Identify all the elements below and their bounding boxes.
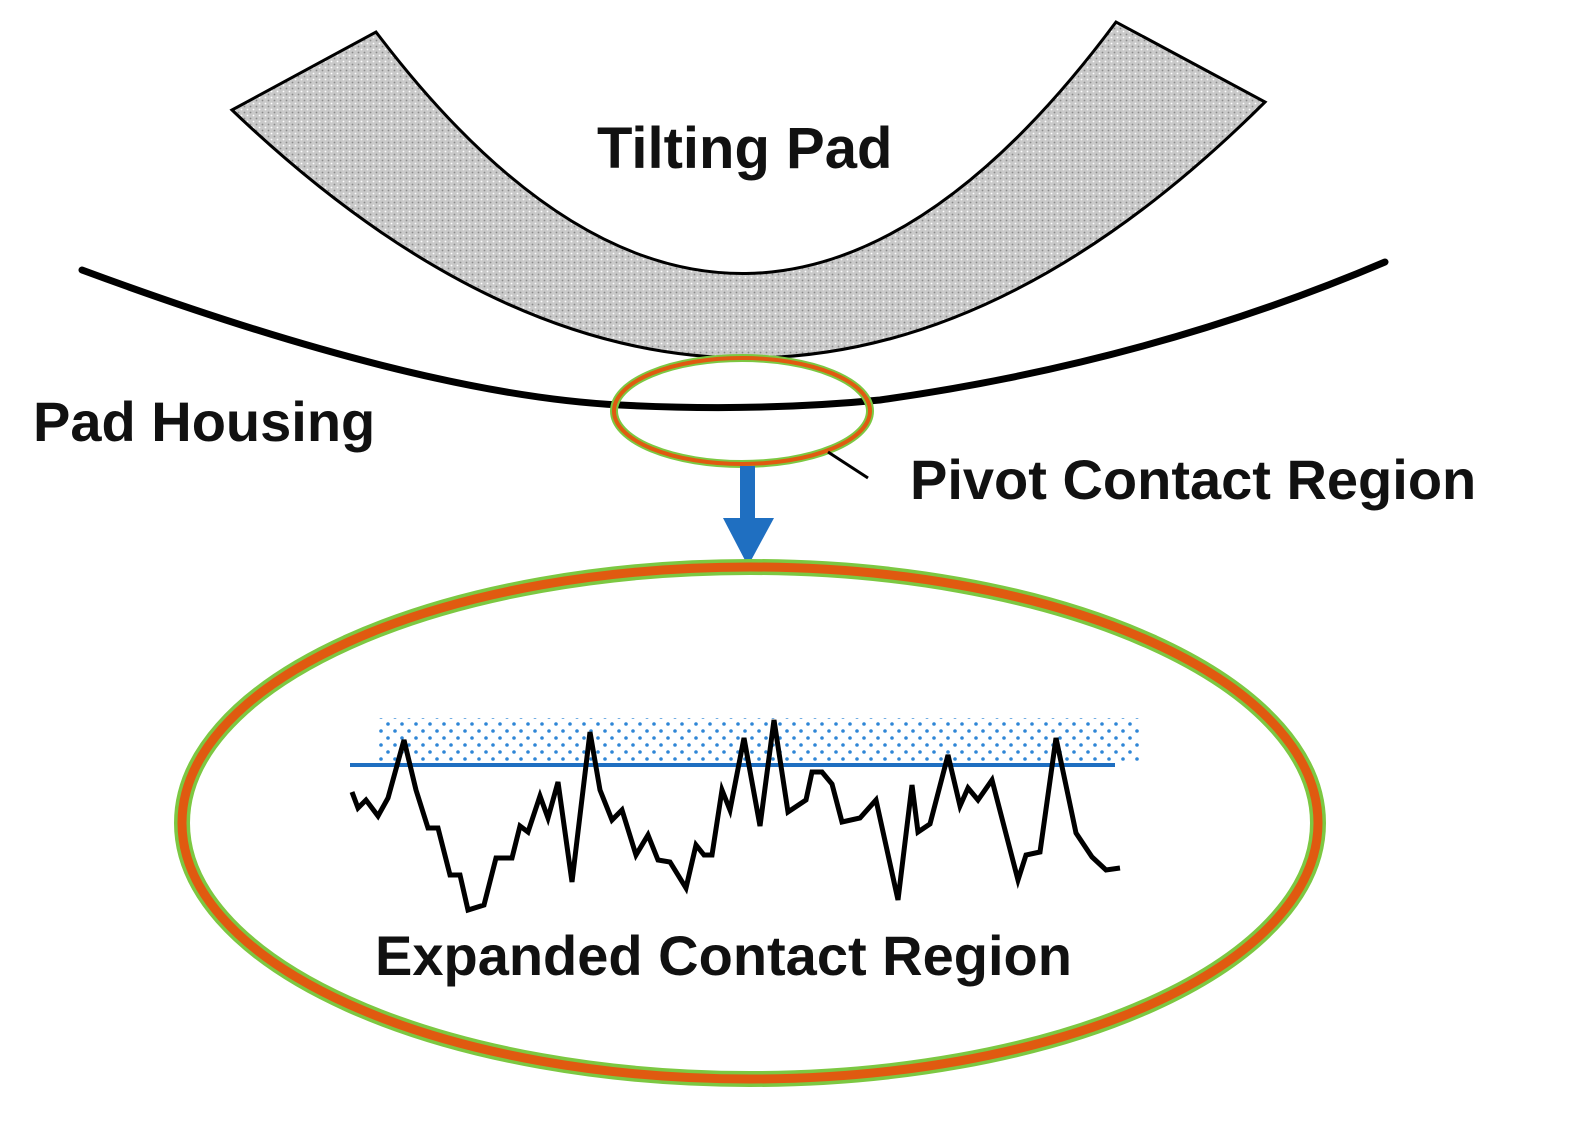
surface-roughness-profile xyxy=(349,719,1121,914)
tilting-pad-shape xyxy=(229,20,1268,360)
expanded-contact-region-label: Expanded Contact Region xyxy=(375,924,1072,987)
down-arrow-icon xyxy=(723,466,774,566)
asperity-contact-band xyxy=(376,718,1140,762)
expanded-contact-ellipse xyxy=(174,559,1326,1087)
pivot-leader-line xyxy=(827,450,869,480)
pivot-contact-ellipse xyxy=(610,354,874,468)
pad-housing-label: Pad Housing xyxy=(33,390,376,453)
pivot-contact-region-label: Pivot Contact Region xyxy=(910,448,1477,511)
tilting-pad-label: Tilting Pad xyxy=(597,116,893,181)
pad-housing-curve xyxy=(78,258,1389,412)
